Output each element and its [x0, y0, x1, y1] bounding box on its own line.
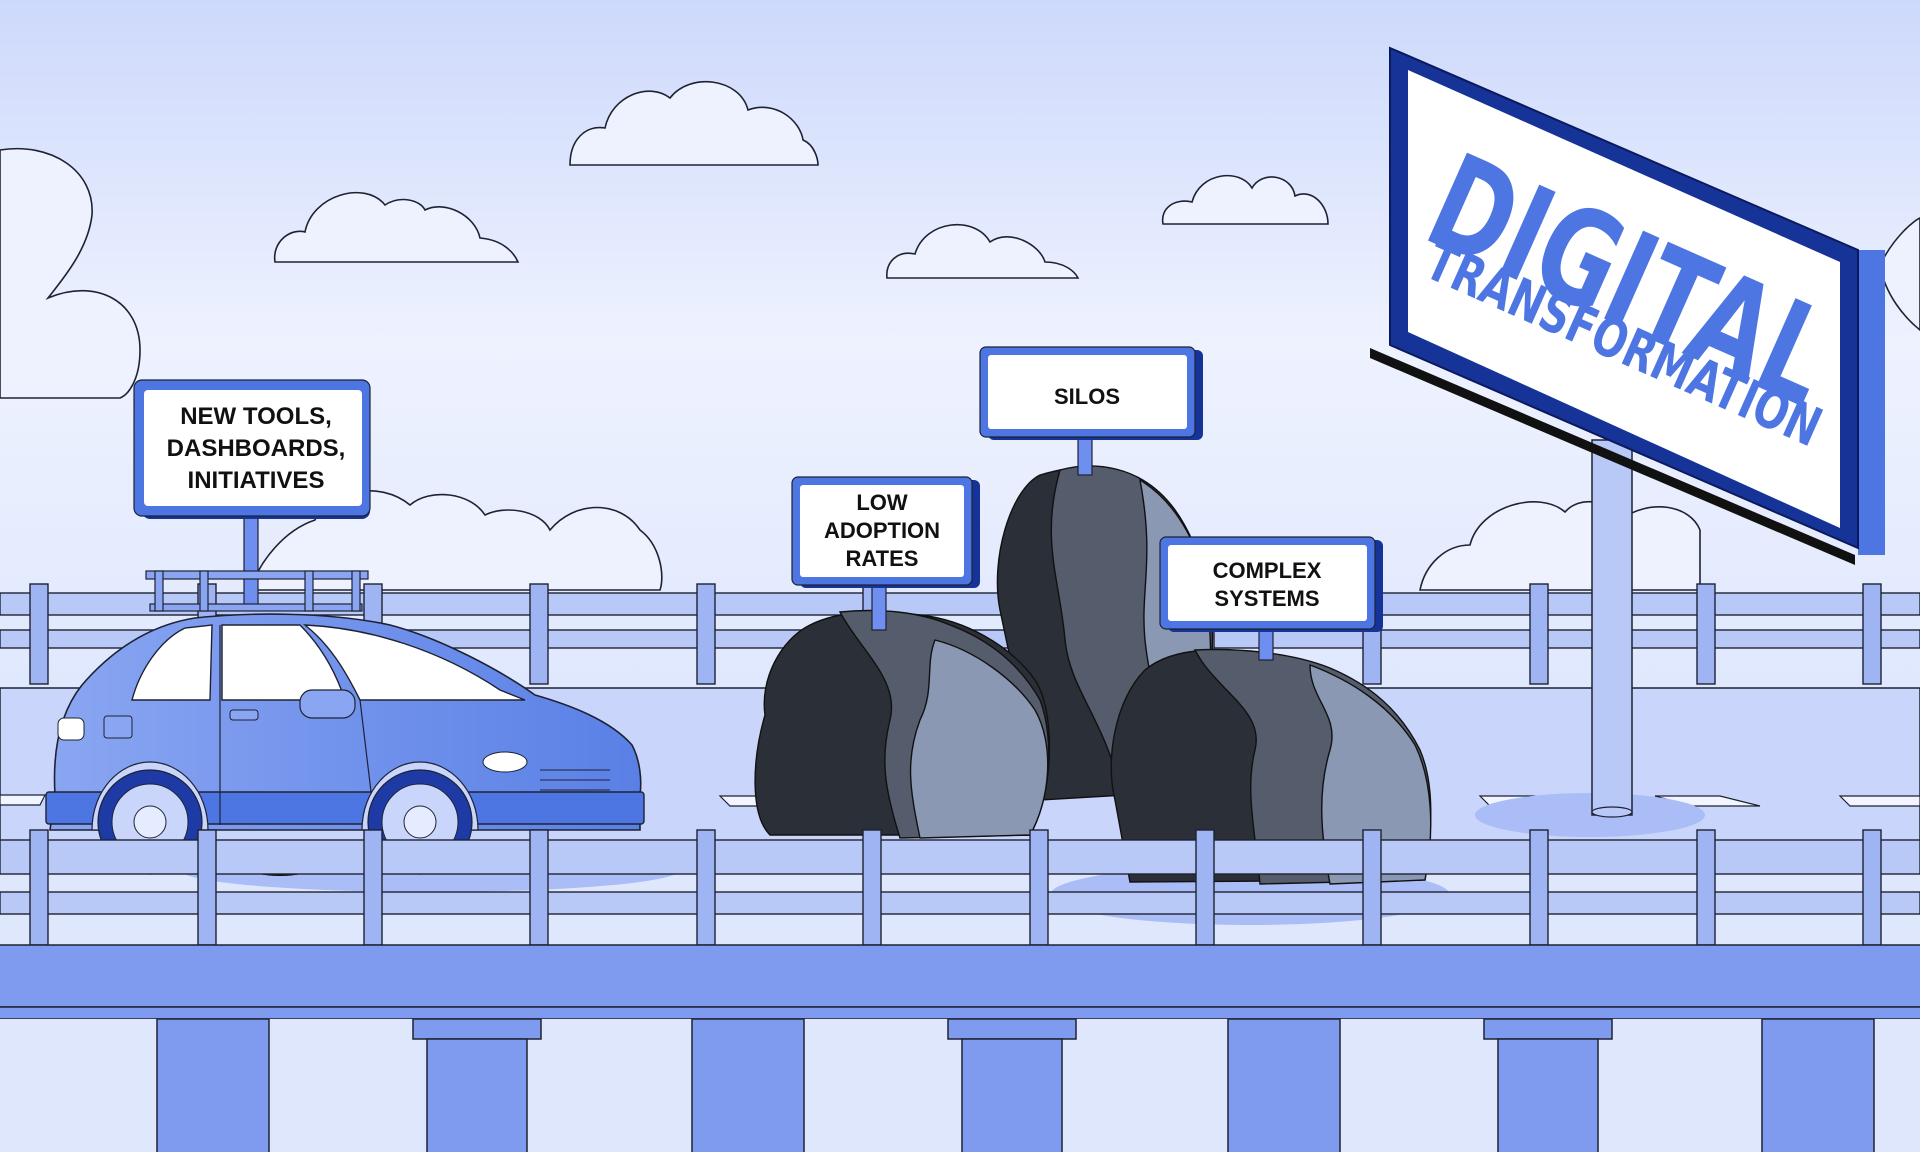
sign-complex-systems: COMPLEX SYSTEMS	[1159, 536, 1383, 632]
sign-line: SYSTEMS	[1214, 586, 1319, 611]
headlight	[482, 751, 528, 773]
sign-line: COMPLEX	[1213, 558, 1322, 583]
billboard: DIGITAL TRANSFORMATION	[1370, 46, 1885, 818]
cloud-top-center	[569, 81, 819, 166]
sign-line: SILOS	[1054, 384, 1120, 409]
cloud-right-edge	[1879, 217, 1920, 332]
sign-low-adoption: LOW ADOPTION RATES	[791, 476, 980, 588]
sign-silos: SILOS	[979, 346, 1203, 440]
bridge-pillars	[156, 1018, 1875, 1152]
bridge	[0, 944, 1920, 1152]
bridge-deck	[0, 944, 1920, 1008]
cloud-right-small	[1161, 174, 1329, 225]
sign-line: LOW	[856, 490, 908, 515]
car-windshield	[302, 624, 526, 701]
billboard-post	[1591, 439, 1633, 816]
sign-car-roof: NEW TOOLS, DASHBOARDS, INITIATIVES	[133, 379, 371, 519]
sign-line: ADOPTION	[824, 518, 940, 543]
sign-line: NEW TOOLS,	[180, 403, 332, 430]
clouds	[0, 81, 1920, 591]
billboard-panel	[1408, 70, 1840, 528]
front-guardrail	[0, 829, 1920, 946]
car-window-rear	[131, 624, 213, 701]
cloud-center-small	[886, 223, 1080, 279]
sign-line: INITIATIVES	[188, 467, 325, 494]
svg-text:SILOS: SILOS	[1054, 384, 1120, 409]
svg-text:NEW TOOLS,DASHBOARDS,INITIATIV: NEW TOOLS, DASHBOARDS, INITIATIVES	[167, 403, 346, 494]
rocks	[754, 465, 1432, 885]
cloud-left-small	[274, 191, 520, 263]
roof-rack	[145, 570, 369, 612]
sign-line: DASHBOARDS,	[167, 435, 346, 462]
cloud-left-large	[0, 147, 141, 399]
sign-line: RATES	[846, 546, 919, 571]
